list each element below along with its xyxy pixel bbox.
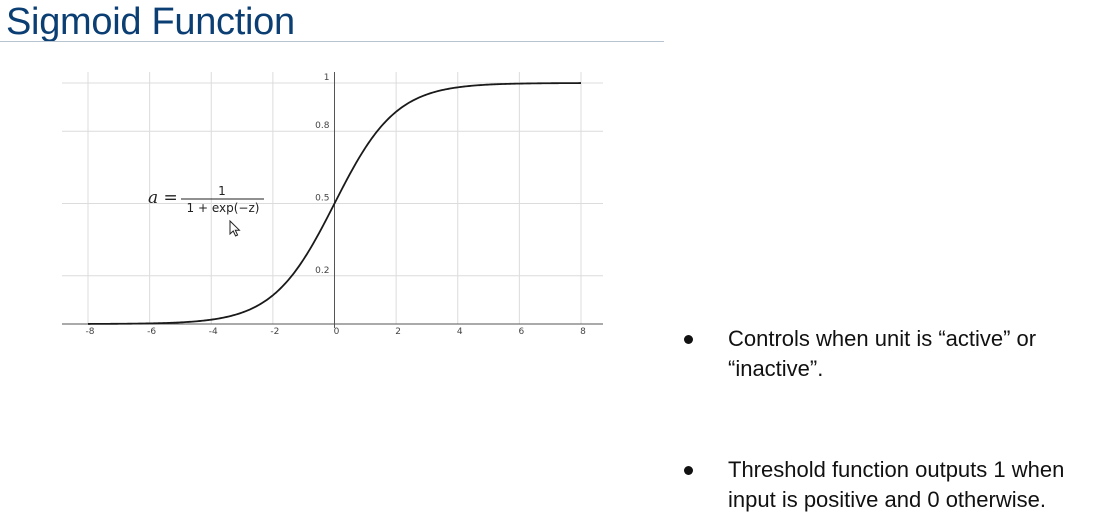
chart-curve-layer bbox=[88, 82, 581, 325]
formula-denominator: 1 + exp(−z) bbox=[187, 201, 260, 215]
bullet-text: Threshold function outputs 1 when input … bbox=[728, 457, 1065, 512]
x-tick-label: 8 bbox=[580, 327, 586, 337]
chart-grid bbox=[62, 72, 603, 324]
chart-axes bbox=[62, 72, 603, 328]
formula-numerator: 1 bbox=[218, 184, 226, 198]
sigmoid-formula: a = 1 1 + exp(−z) bbox=[148, 184, 264, 215]
chart-tick-labels: -8 -6 -4 -2 0 2 4 6 8 0.2 0.5 0.8 1 bbox=[86, 73, 587, 337]
bullet-dot-icon bbox=[684, 335, 693, 344]
bullet-item: Threshold function outputs 1 when input … bbox=[680, 455, 1117, 515]
y-tick-label: 0.5 bbox=[315, 194, 329, 204]
x-tick-label: -6 bbox=[147, 327, 156, 337]
mouse-cursor-icon bbox=[229, 219, 241, 237]
x-tick-label: 6 bbox=[519, 327, 525, 337]
x-tick-label: -8 bbox=[86, 327, 95, 337]
formula-lhs: a = bbox=[148, 188, 178, 208]
x-tick-label: 2 bbox=[395, 327, 401, 337]
y-tick-label: 0.2 bbox=[315, 266, 329, 276]
x-tick-label: -2 bbox=[270, 327, 279, 337]
bullet-item: Controls when unit is “active” or “inact… bbox=[680, 324, 1117, 384]
sigmoid-curve bbox=[88, 82, 581, 325]
x-tick-label: 0 bbox=[334, 327, 340, 337]
slide-title: Sigmoid Function bbox=[6, 1, 295, 43]
x-tick-label: -4 bbox=[209, 327, 218, 337]
x-tick-label: 4 bbox=[457, 327, 463, 337]
bullet-dot-icon bbox=[684, 466, 693, 475]
y-tick-label: 0.8 bbox=[315, 121, 330, 131]
bullet-list: Controls when unit is “active” or “inact… bbox=[680, 324, 1117, 515]
y-tick-label: 1 bbox=[324, 73, 330, 83]
title-divider bbox=[0, 41, 664, 42]
bullet-text: Controls when unit is “active” or “inact… bbox=[728, 326, 1037, 381]
